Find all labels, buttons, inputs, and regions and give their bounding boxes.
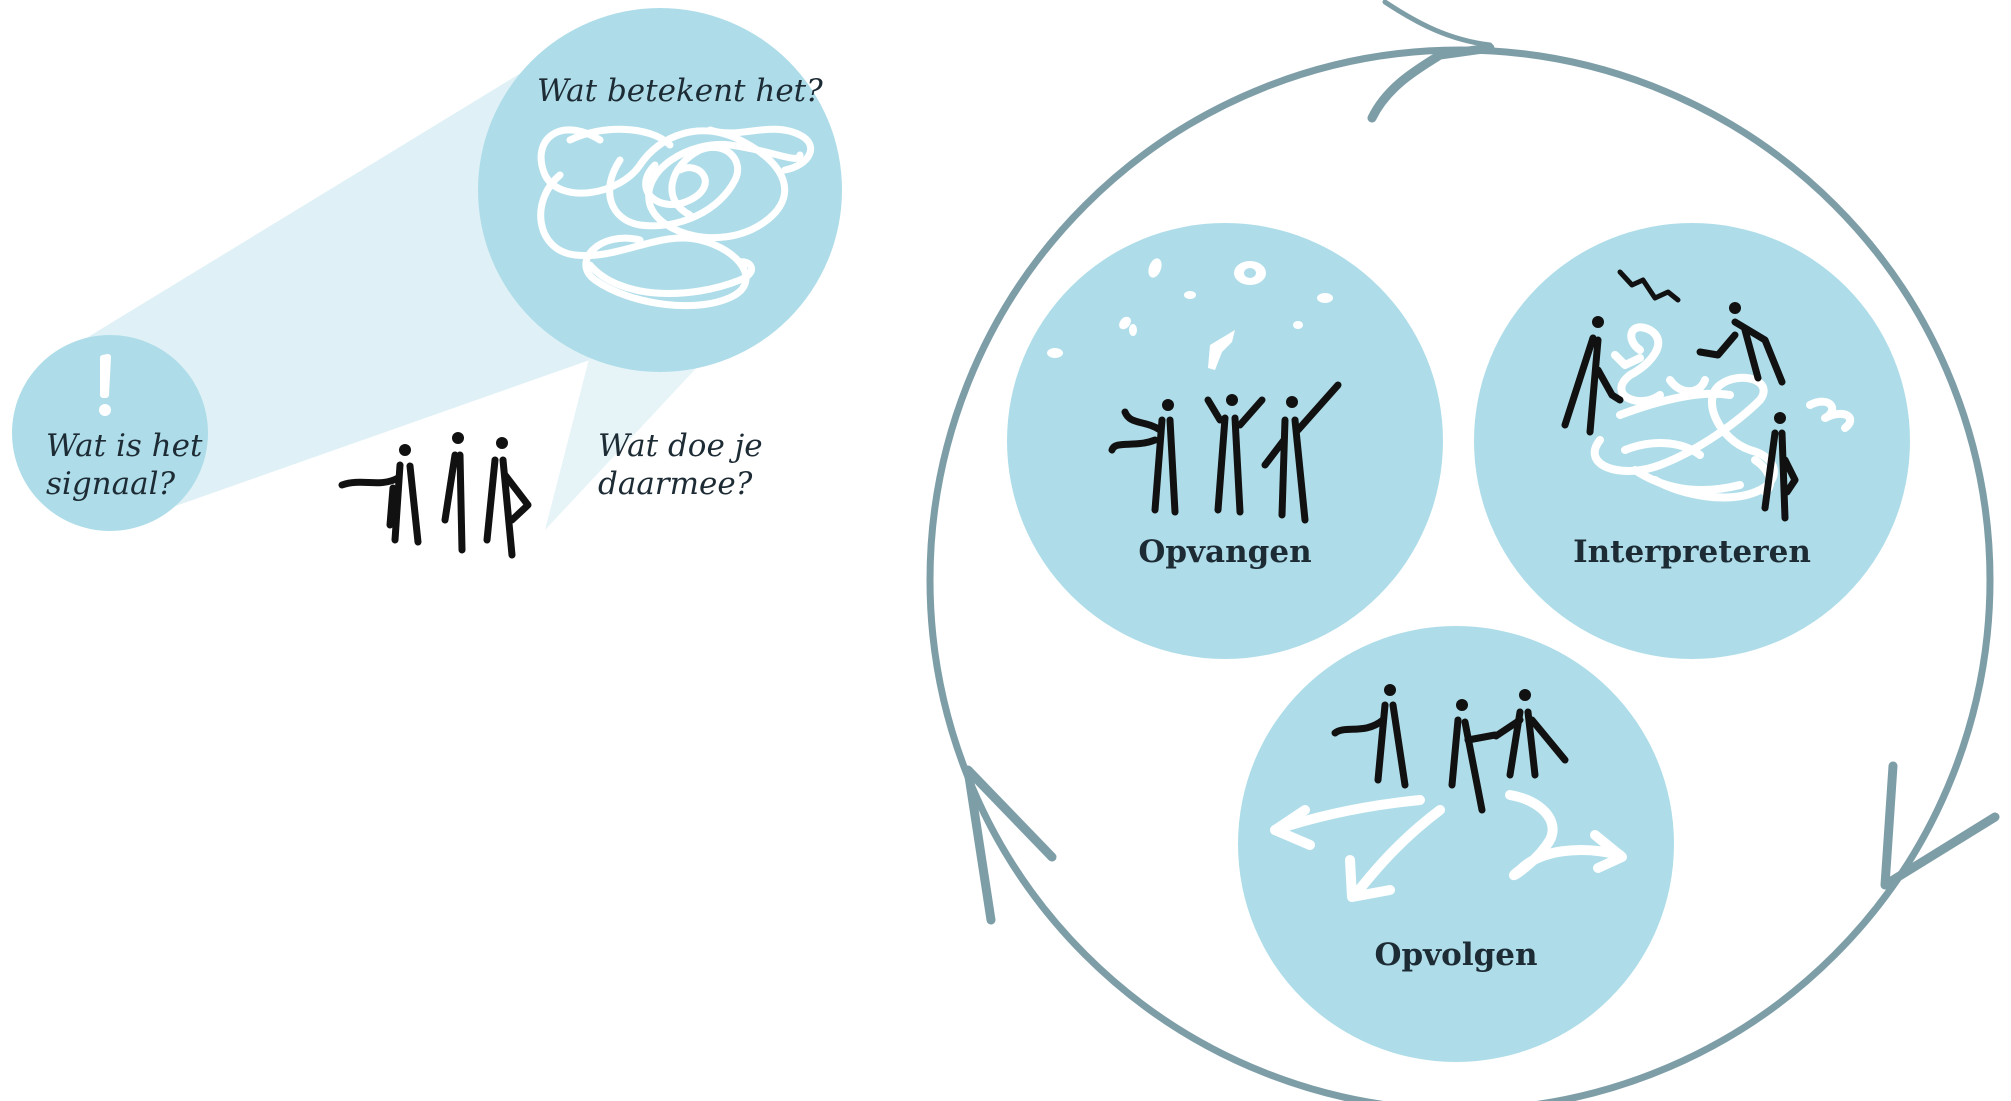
step-label-opvangen: Opvangen [1138,534,1311,570]
follow-up-figures-icon [1331,684,1569,814]
signal-bubble [12,335,208,531]
meaning-bubble [478,8,842,372]
step-label-opvolgen: Opvolgen [1374,937,1537,973]
cycle-arrow-right-icon [1880,761,2000,890]
step-label-interpreteren: Interpreteren [1573,534,1811,570]
meaning-question: Wat betekent het? [537,73,823,109]
signal-funnel [12,8,842,531]
exclamation-icon [99,354,111,416]
follow-up-arrows-icon [1270,790,1627,902]
cycle-arrow-left-icon [963,765,1057,925]
three-figures-icon [338,432,532,559]
signal-zigzag-icon [1617,269,1681,303]
cheering-figures-icon [1108,381,1342,524]
step-bubble-interpreteren [1474,223,1910,659]
cycle-arrow-top-icon [1367,43,1495,123]
signal-question-line2: signaal? [46,466,176,502]
action-question-line2: daarmee? [598,466,753,502]
signal-question-line1: Wat is het [46,428,203,464]
interpreting-figures-icon [1561,302,1799,522]
step-bubble-opvolgen [1238,626,1674,1062]
scribble-icon [537,125,815,310]
action-question-line1: Wat doe je [598,428,763,464]
